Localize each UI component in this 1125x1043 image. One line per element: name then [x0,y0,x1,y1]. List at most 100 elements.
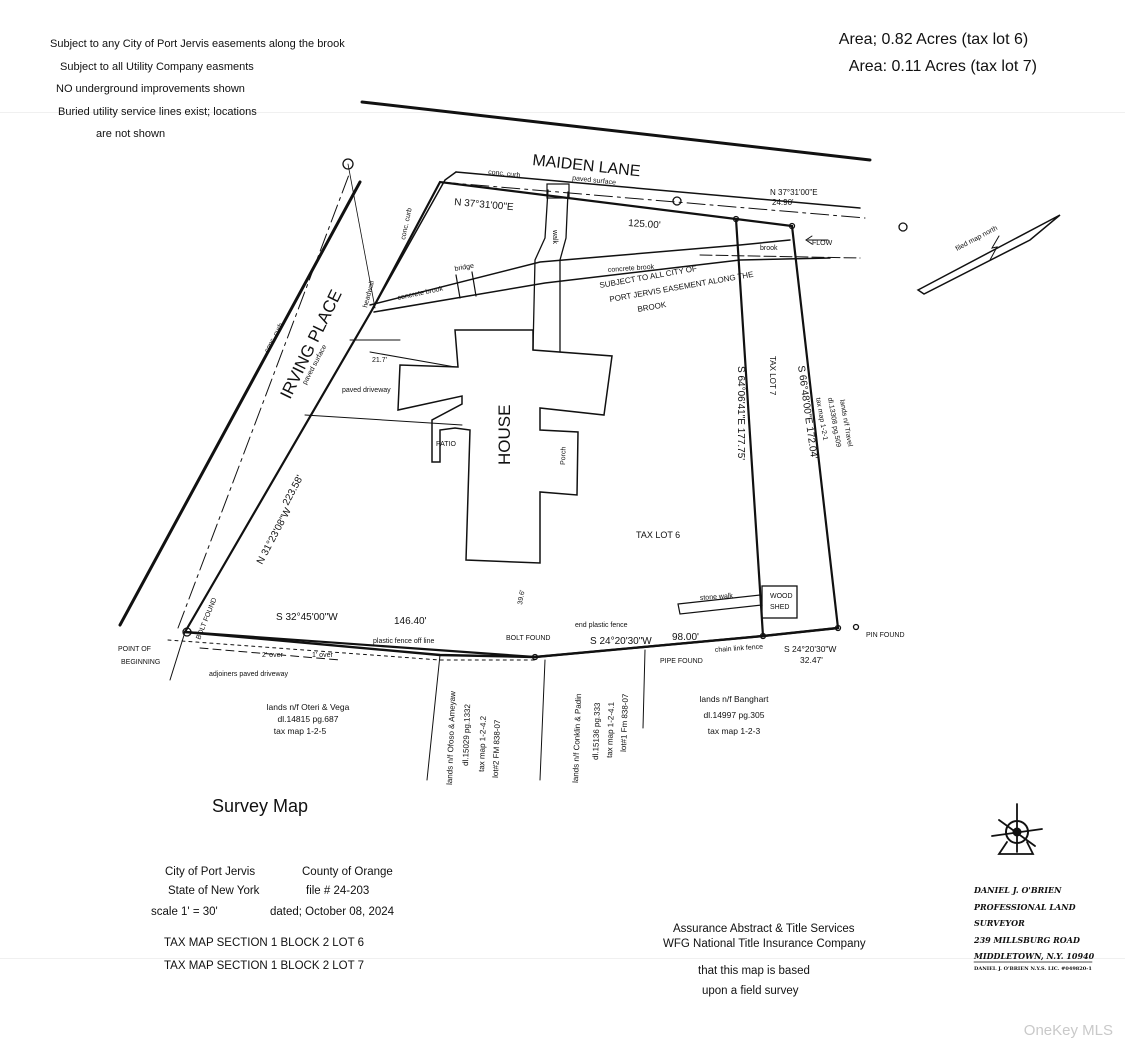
bearing-label: N 31°23'08"W [255,506,294,567]
adjoiner-label: lands n/f Oteri & Vega [267,702,350,712]
adjoiner-label: dl.15029 pg.1332 [461,703,472,766]
bearing-label: S 66°48'00"E 172.04' [795,365,819,460]
surveyor-seal-icon [991,803,1043,855]
bearing-label: S 64°06'41"E 177.75' [735,366,746,460]
tax-lot-6-label: TAX LOT 6 [636,530,680,540]
adjoiner-label: tax map 1-2-5 [274,726,327,736]
south-boundary [183,626,840,659]
surveyor-block: DANIEL J. O'BRIEN PROFESSIONAL LAND SURV… [974,882,1125,965]
surveyor-name: DANIEL J. O'BRIEN [974,885,1062,895]
plat-label: end plastic fence [575,622,628,629]
plat-label: conc. curb [264,322,285,354]
easement-note: BROOK [637,300,668,314]
adjoiner-label: tax map 1-2-3 [708,726,761,736]
plat-label: BEGINNING [121,659,160,666]
scan-line [0,958,1125,959]
plat-label: 2' over [262,652,283,659]
adjoiner-label: dl.15136 pg.333 [591,702,602,760]
surveyor-license: DANIEL J. O'BRIEN N.Y.S. LIC. #049820-1 [974,966,1092,972]
plat-label: plastic fence off line [373,638,434,645]
surveyor-city: MIDDLETOWN, N.Y. 10940 [974,951,1095,961]
north-arrow-icon [916,214,1061,295]
date-text: dated; October 08, 2024 [270,906,395,918]
scale-text: scale 1' = 30' [151,906,218,918]
plat-label: conc. curb [488,169,521,179]
surveyor-address: 239 MILLSBURG ROAD [974,934,1080,945]
state-text: State of New York [168,885,260,897]
plat-label: 39.6' [517,589,526,605]
bearing-label: S 24°20'30"W [784,644,836,654]
distance-label: 146.40' [394,616,427,627]
curb-line [455,171,861,209]
note: are not shown [96,128,166,140]
certification-line: Assurance Abstract & Title Services [673,923,855,935]
survey-notes: Subject to any City of Port Jervis easem… [40,33,345,146]
distance-label: 32.47' [800,655,823,665]
certification-line: upon a field survey [702,985,799,997]
file-number: file # 24-203 [306,885,370,897]
plat-label: PATIO [436,441,457,448]
tax-map-lot-6: TAX MAP SECTION 1 BLOCK 2 LOT 6 [164,937,365,949]
tax-map-lot-7: TAX MAP SECTION 1 BLOCK 2 LOT 7 [164,960,365,972]
city-text: City of Port Jervis [165,866,256,878]
area-lot-6: Area; 0.82 Acres (tax lot 6) [838,31,1029,48]
plat-label: paved surface [572,175,617,187]
plat-label: stone walk [700,593,734,602]
plat-label: bridge [454,263,474,273]
distance-label: 24.90' [772,198,794,207]
plat-label: filed map north [955,225,999,253]
surveyor-title: PROFESSIONAL LAND SURVEYOR [974,901,1076,929]
bearing-label: S 24°20'30"W [590,636,652,647]
adjoiner-label: lot#1 Fm 838-07 [619,693,630,752]
adjoiner-label: tax map 1-2-4.1 [605,701,616,758]
adjoiner-label: lands n/f Banghart [700,694,770,704]
plat-label: brook [760,245,778,252]
plat-label: BOLT FOUND [506,635,550,642]
adjoiner-label: lot#2 FM 838-07 [491,719,502,778]
plat-label: PIPE FOUND [660,658,703,665]
watermark: OneKey MLS [1023,1022,1113,1039]
plat-label: WOOD [770,593,793,600]
adjoiner-label: dl.14997 pg.305 [704,710,765,720]
house-footprint [397,329,613,564]
irving-place-line [118,180,362,627]
brook-edge [369,239,791,306]
lot-6-boundary [183,180,765,659]
area-summary: Area; 0.82 Acres (tax lot 6) Area: 0.11 … [839,26,1037,80]
plat-label: concrete brook [608,264,655,274]
certification-line: that this map is based [698,965,810,977]
maiden-lane-line [360,100,872,162]
adjoiner-label: dl.14815 pg.687 [278,714,339,724]
plat-label: paved driveway [342,387,391,394]
bearing-label: N 37°31'00"E [770,188,818,197]
plat-label: concrete brook [397,285,444,302]
bearing-label: S 32°45'00"W [276,612,338,623]
irving-place-centerline [177,171,351,629]
plat-label: chain link fence [715,644,764,654]
front-walk [532,189,569,353]
plat-label: Porch [560,446,568,465]
plat-label: PIN FOUND [866,632,905,639]
scan-line [0,112,1125,113]
irving-place-label: IRVING PLACE [277,287,346,402]
bearing-label: N 37°31'00"E [454,197,515,213]
note: Subject to any City of Port Jervis easem… [50,38,345,50]
note: NO underground improvements shown [56,83,245,95]
adjoiner-label: lands n/f Conklin & Padin [571,693,583,783]
plat-label: SHED [770,604,789,611]
adjoiner-label: lands n/f Ofoso & Ameyaw [445,691,457,785]
plat-label: walk [551,229,558,245]
adjoiner-label: tax map 1-2-4.2 [477,715,488,772]
plat-label: 1' over [312,652,333,659]
plat-label: adjoiners paved driveway [209,671,288,678]
distance-label: 98.00' [672,632,699,643]
wood-shed [761,585,798,619]
note: Buried utility service lines exist; loca… [58,105,257,118]
county-text: County of Orange [302,866,393,878]
distance-label: 125.00' [628,218,661,231]
map-title: Survey Map [212,796,309,816]
house-label: HOUSE [495,405,514,465]
plat-label: FLOW [812,240,833,247]
plat-label: POINT OF [118,646,151,653]
